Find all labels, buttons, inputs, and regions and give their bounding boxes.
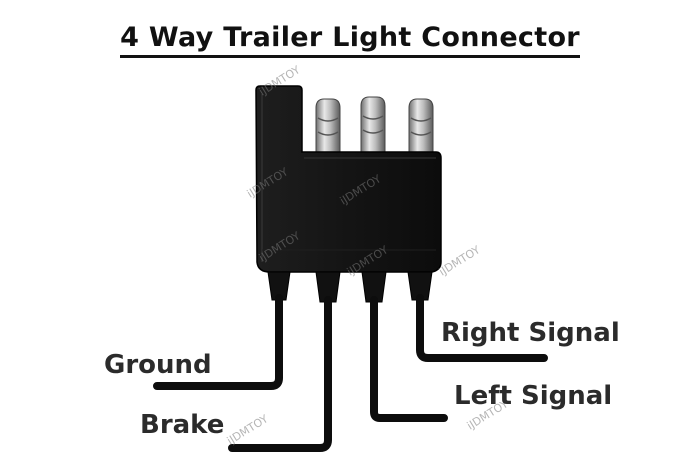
pin-2 [360, 96, 386, 153]
label-left-signal: Left Signal [454, 381, 613, 411]
watermark-7: iJDMTOY [225, 412, 271, 447]
wire-brake [228, 296, 332, 452]
label-ground: Ground [104, 350, 212, 380]
wire-right-signal [416, 294, 548, 362]
pin-3 [408, 98, 434, 153]
metal-pins [315, 96, 434, 153]
wires [153, 294, 548, 452]
wire-left-signal [370, 296, 448, 422]
label-brake: Brake [140, 410, 225, 440]
pin-1 [315, 98, 341, 153]
wire-ground [153, 294, 283, 390]
watermark-6: iJDMTOY [437, 243, 483, 278]
connector-body [255, 85, 442, 303]
diagram-title: 4 Way Trailer Light Connector [0, 22, 700, 58]
label-right-signal: Right Signal [441, 318, 620, 348]
